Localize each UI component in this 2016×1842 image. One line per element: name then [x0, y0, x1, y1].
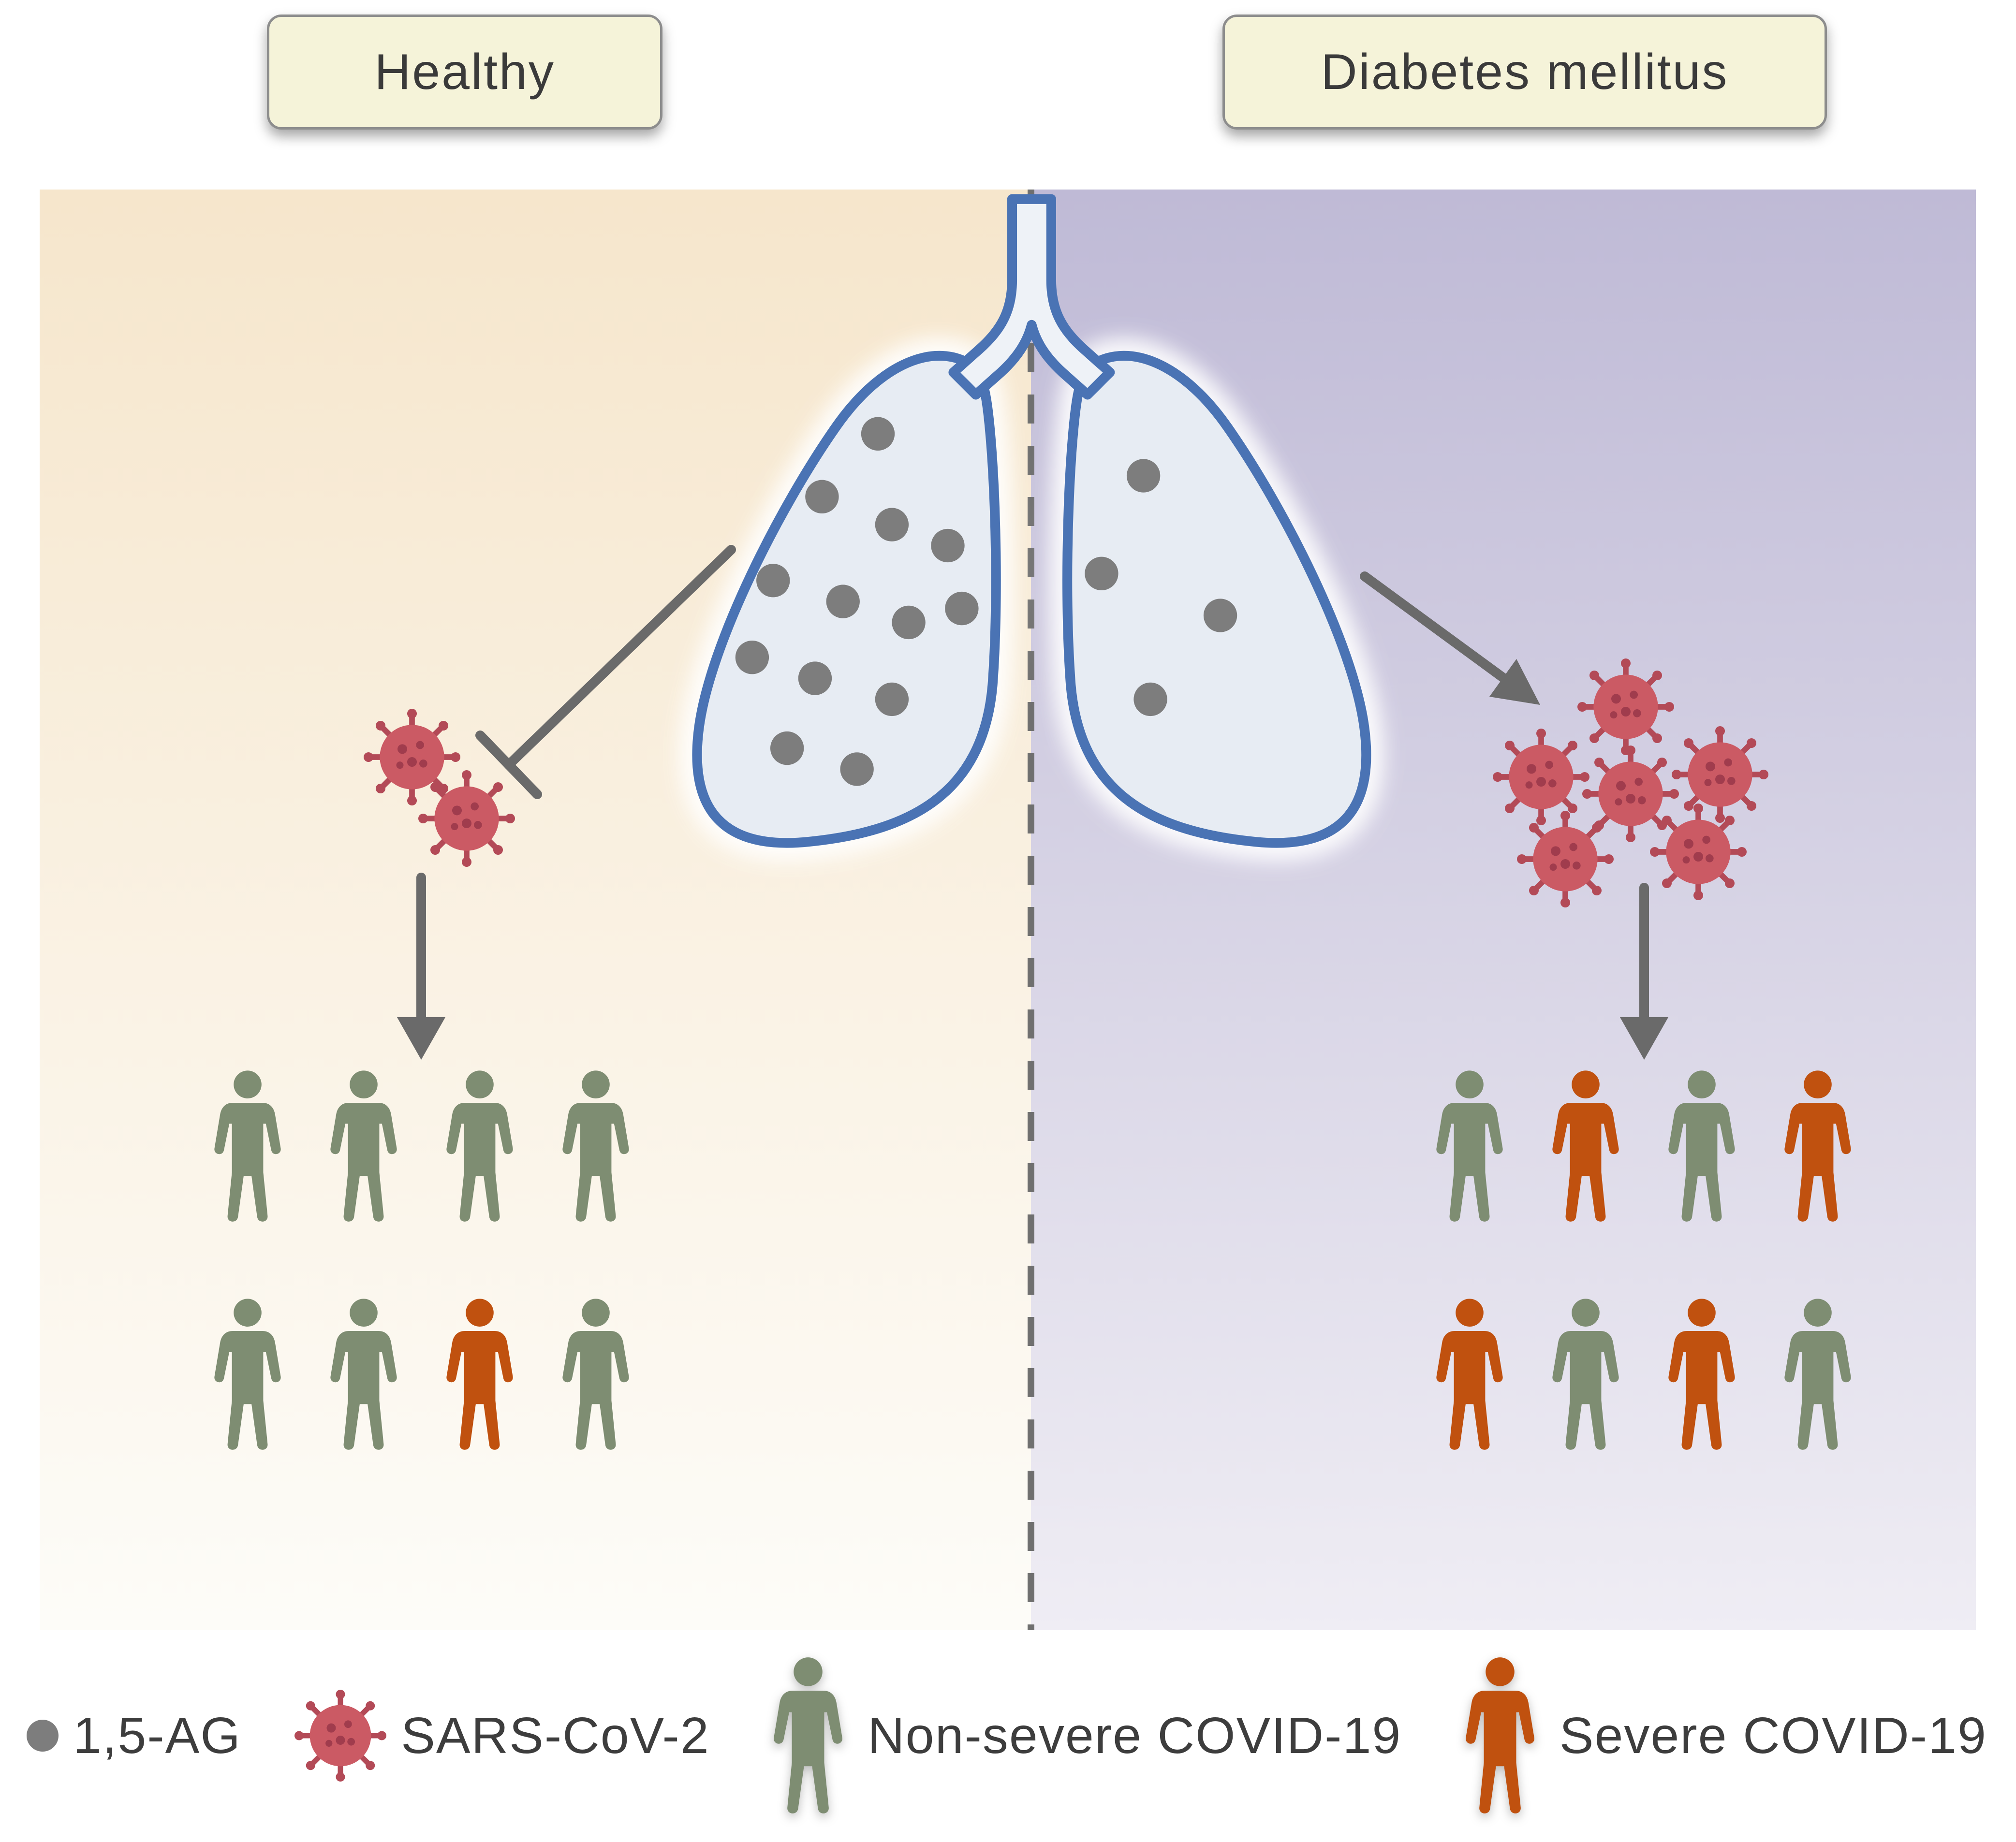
legend: 1,5-AG SARS-CoV-2 Non-severe COVID-19 Se…: [27, 1641, 1987, 1830]
sars-cov-2-icon: [1517, 811, 1614, 907]
ag-dot-icon: [1133, 682, 1167, 716]
person-non-severe-icon: [1426, 1067, 1513, 1226]
ag-dot-icon: [826, 585, 860, 618]
person-non-severe-icon: [552, 1295, 639, 1454]
ag-dot-icon: [1126, 459, 1161, 493]
healthy-virus-cluster: [364, 709, 515, 867]
ag-dot-icon: [27, 1720, 59, 1752]
inhibition-line: [504, 545, 736, 770]
ag-dot-icon: [1203, 599, 1237, 632]
person-non-severe-icon: [1542, 1295, 1629, 1454]
person-non-severe-icon: [1658, 1067, 1745, 1226]
ag-dot-icon: [798, 661, 832, 695]
header-diabetes-label: Diabetes mellitus: [1321, 44, 1729, 100]
sars-cov-2-icon: [418, 770, 515, 867]
person-non-severe-icon: [320, 1295, 407, 1454]
healthy-outcome-group: [204, 1067, 639, 1454]
header-healthy-label: Healthy: [374, 44, 555, 100]
legend-item-ag: 1,5-AG: [27, 1707, 241, 1765]
diabetes-virus-arrowhead: [1489, 659, 1540, 705]
person-severe-icon: [1455, 1653, 1545, 1818]
trachea: [948, 194, 1115, 400]
ag-dot-icon: [1085, 556, 1118, 590]
legend-label-non-severe: Non-severe COVID-19: [868, 1707, 1402, 1764]
sars-cov-2-icon: [1493, 729, 1589, 825]
person-severe-icon: [1542, 1067, 1629, 1226]
person-non-severe-icon: [204, 1067, 291, 1226]
person-non-severe-icon: [552, 1067, 639, 1226]
person-non-severe-icon: [436, 1067, 523, 1226]
person-non-severe-icon: [763, 1653, 853, 1818]
ag-dot-icon: [805, 480, 839, 514]
ag-dot-icon: [945, 591, 979, 626]
header-diabetes: Diabetes mellitus: [1222, 15, 1827, 130]
ag-dot-icon: [931, 528, 965, 563]
ag-dot-icon: [735, 641, 769, 674]
ag-dot-icon: [861, 417, 895, 451]
legend-label-ag: 1,5-AG: [73, 1707, 241, 1764]
healthy-outcome-arrowhead: [397, 1017, 445, 1060]
diabetes-outcome-arrowhead: [1620, 1017, 1668, 1060]
ag-dot-icon: [875, 508, 909, 541]
ag-dots-left-lung: [735, 417, 979, 786]
diagram-overlay: [40, 190, 1976, 1630]
person-severe-icon: [1774, 1067, 1861, 1226]
ag-dot-icon: [770, 731, 804, 765]
ag-dot-icon: [892, 605, 926, 640]
comparison-panel: [40, 190, 1976, 1630]
sars-cov-2-icon: [364, 709, 460, 805]
sars-cov-2-icon: [1672, 726, 1768, 823]
person-non-severe-icon: [320, 1067, 407, 1226]
lungs: [679, 194, 1384, 862]
ag-dot-icon: [840, 752, 874, 786]
person-severe-icon: [1658, 1295, 1745, 1454]
sars-cov-2-icon: [294, 1690, 386, 1782]
ag-dot-icon: [756, 564, 790, 598]
person-severe-icon: [1426, 1295, 1513, 1454]
sars-cov-2-icon: [1650, 804, 1747, 900]
arrows: [416, 545, 1649, 1027]
legend-label-severe: Severe COVID-19: [1559, 1707, 1987, 1764]
arrowheads: [397, 659, 1668, 1060]
person-non-severe-icon: [1774, 1295, 1861, 1454]
diabetes-outcome-group: [1426, 1067, 1861, 1454]
ag-dots-right-lung: [1085, 459, 1237, 716]
legend-item-sars-cov-2: SARS-CoV-2: [294, 1690, 710, 1782]
ag-dot-icon: [875, 682, 909, 716]
person-non-severe-icon: [204, 1295, 291, 1454]
diabetes-virus-arrow: [1360, 571, 1514, 687]
legend-item-severe: Severe COVID-19: [1455, 1653, 1987, 1818]
inhibition-t-bar: [475, 731, 542, 799]
sars-cov-2-icon: [1577, 658, 1674, 755]
header-healthy: Healthy: [267, 15, 662, 130]
person-severe-icon: [436, 1295, 523, 1454]
legend-item-non-severe: Non-severe COVID-19: [763, 1653, 1401, 1818]
legend-label-sars-cov-2: SARS-CoV-2: [401, 1707, 710, 1764]
